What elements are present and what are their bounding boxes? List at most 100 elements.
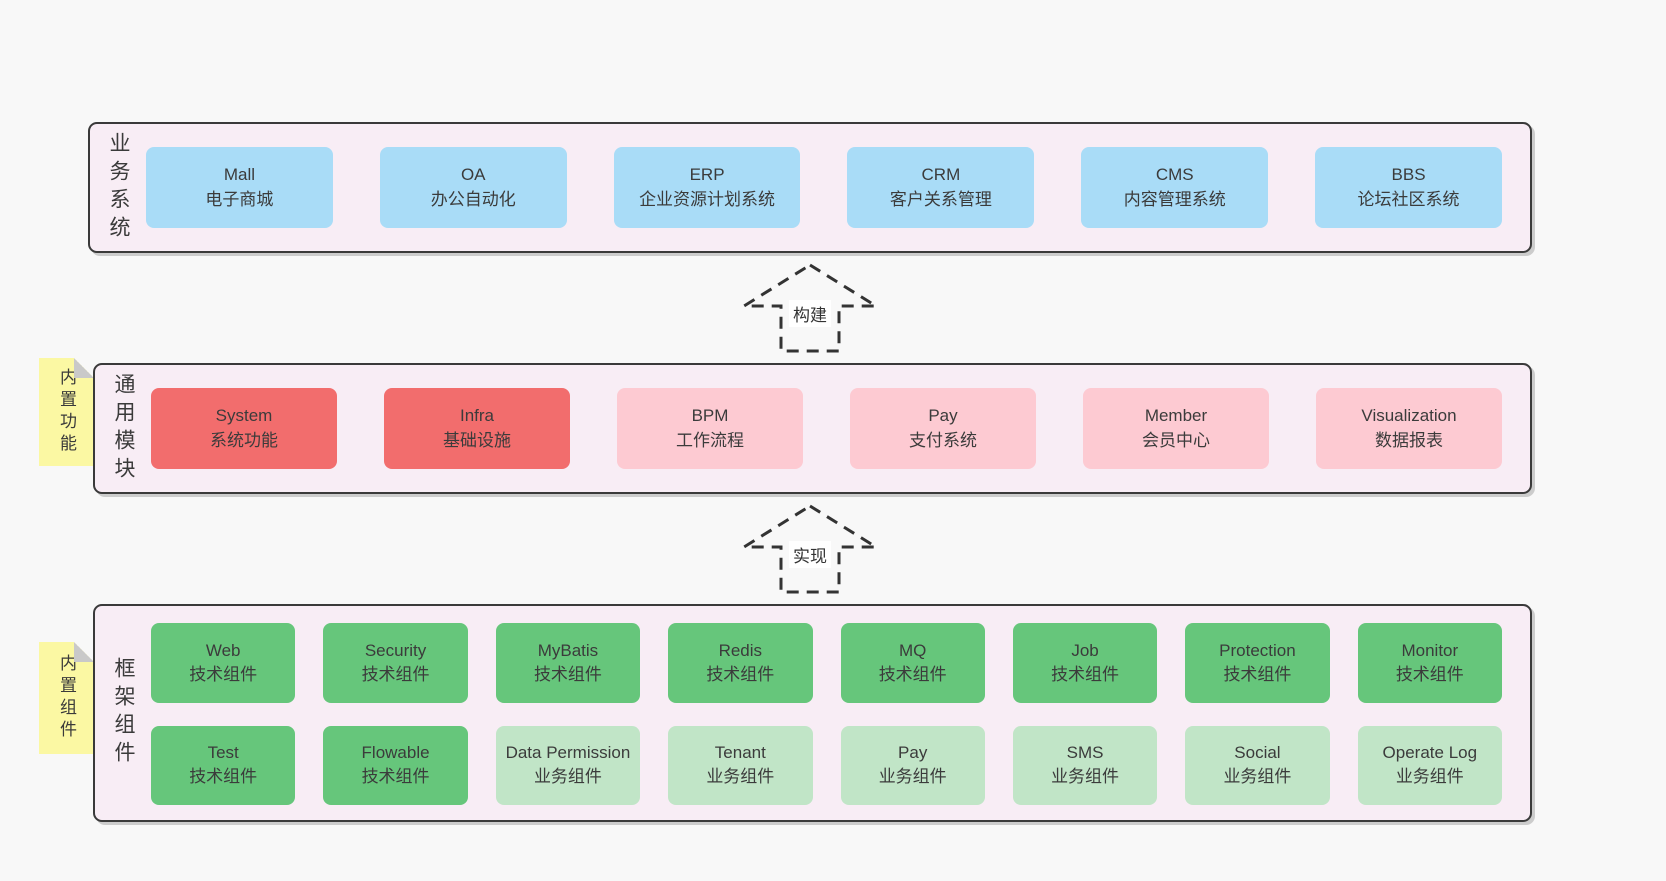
box-name: Flowable — [361, 743, 430, 763]
box-pay-business: Pay 业务组件 — [840, 725, 985, 805]
box-name: CRM — [921, 165, 961, 185]
box-desc: 技术组件 — [189, 664, 258, 684]
box-name: Visualization — [1361, 406, 1457, 426]
band-framework-components-wrap: 内置组件 框架组件 Web 技术组件 Security 技术组件 MyBatis… — [93, 604, 1532, 822]
box-name: CMS — [1155, 165, 1194, 185]
band-framework-components: 框架组件 Web 技术组件 Security 技术组件 MyBatis 技术组件… — [93, 604, 1532, 822]
box-desc: 内容管理系统 — [1123, 189, 1226, 209]
box-name: Test — [207, 743, 239, 763]
box-operate-log: Operate Log 业务组件 — [1357, 725, 1502, 805]
box-desc: 企业资源计划系统 — [639, 189, 776, 209]
band-business-systems-label: 业务系统 — [107, 131, 130, 244]
box-redis: Redis 技术组件 — [668, 623, 813, 703]
box-name: Security — [364, 640, 427, 660]
box-data-permission: Data Permission 业务组件 — [495, 725, 641, 805]
box-name: Monitor — [1401, 640, 1459, 660]
box-name: Protection — [1219, 640, 1296, 660]
box-mybatis: MyBatis 技术组件 — [495, 623, 641, 703]
box-desc: 技术组件 — [189, 767, 258, 787]
box-name: Pay — [898, 743, 928, 763]
box-desc: 技术组件 — [878, 664, 947, 684]
box-name: Infra — [459, 406, 495, 426]
box-name: Web — [205, 640, 241, 660]
box-desc: 技术组件 — [1051, 664, 1120, 684]
box-desc: 电子商城 — [205, 189, 274, 209]
box-bbs: BBS 论坛社区系统 — [1315, 147, 1502, 228]
box-desc: 工作流程 — [676, 430, 744, 450]
sticky-note-text: 内置功能 — [57, 368, 76, 456]
band-common-modules-wrap: 内置功能 通用模块 System 系统功能 Infra 基础设施 BPM 工作流… — [93, 363, 1532, 494]
box-protection: Protection 技术组件 — [1185, 623, 1330, 703]
box-desc: 基础设施 — [443, 430, 511, 450]
box-name: BPM — [691, 406, 729, 426]
box-name: Data Permission — [505, 743, 631, 763]
framework-components-grid: Web 技术组件 Security 技术组件 MyBatis 技术组件 Redi… — [151, 606, 1530, 820]
box-bpm: BPM 工作流程 — [617, 388, 803, 469]
box-web: Web 技术组件 — [151, 623, 296, 703]
arrow-build-label: 构建 — [789, 300, 831, 327]
box-security: Security 技术组件 — [323, 623, 468, 703]
common-modules-row: System 系统功能 Infra 基础设施 BPM 工作流程 Pay 支付系统… — [151, 365, 1530, 492]
box-desc: 客户关系管理 — [889, 189, 992, 209]
sticky-note-builtin-components: 内置组件 — [39, 642, 94, 754]
box-desc: 业务组件 — [533, 767, 602, 787]
box-social: Social 业务组件 — [1185, 725, 1330, 805]
box-visualization: Visualization 数据报表 — [1316, 388, 1502, 469]
box-pay-module: Pay 支付系统 — [850, 388, 1036, 469]
box-flowable: Flowable 技术组件 — [323, 725, 468, 805]
band-common-modules-label: 通用模块 — [112, 372, 135, 485]
box-desc: 技术组件 — [361, 767, 430, 787]
box-desc: 业务组件 — [1223, 767, 1292, 787]
box-system: System 系统功能 — [151, 388, 337, 469]
box-mall: Mall 电子商城 — [146, 147, 333, 228]
box-test: Test 技术组件 — [151, 725, 296, 805]
box-erp: ERP 企业资源计划系统 — [613, 147, 801, 228]
box-cms: CMS 内容管理系统 — [1081, 147, 1269, 228]
box-monitor: Monitor 技术组件 — [1357, 623, 1502, 703]
box-desc: 支付系统 — [909, 430, 977, 450]
box-name: Pay — [928, 406, 958, 426]
box-name: SMS — [1066, 743, 1104, 763]
box-name: OA — [460, 165, 486, 185]
band-framework-components-label: 框架组件 — [112, 657, 135, 769]
box-oa: OA 办公自动化 — [379, 147, 567, 228]
arrow-zone-build: 构建 — [88, 253, 1532, 363]
box-sms: SMS 业务组件 — [1012, 725, 1158, 805]
box-name: Tenant — [714, 743, 766, 763]
up-arrow-build-icon: 构建 — [740, 262, 880, 354]
box-mq: MQ 技术组件 — [840, 623, 985, 703]
box-name: Social — [1234, 743, 1281, 763]
box-desc: 业务组件 — [706, 767, 775, 787]
box-desc: 会员中心 — [1142, 430, 1210, 450]
box-desc: 技术组件 — [1223, 664, 1292, 684]
sticky-note-text: 内置组件 — [57, 654, 76, 742]
box-member: Member 会员中心 — [1083, 388, 1269, 469]
box-desc: 论坛社区系统 — [1357, 189, 1460, 209]
box-infra: Infra 基础设施 — [384, 388, 570, 469]
arrow-implement-label: 实现 — [789, 541, 831, 568]
box-name: Redis — [718, 640, 763, 660]
box-desc: 技术组件 — [533, 664, 602, 684]
box-desc: 业务组件 — [1395, 767, 1464, 787]
up-arrow-implement-icon: 实现 — [740, 503, 880, 595]
box-name: ERP — [689, 165, 725, 185]
band-common-modules: 通用模块 System 系统功能 Infra 基础设施 BPM 工作流程 Pay… — [93, 363, 1532, 494]
box-name: Member — [1144, 406, 1208, 426]
box-desc: 业务组件 — [878, 767, 947, 787]
box-desc: 办公自动化 — [430, 189, 516, 209]
box-desc: 数据报表 — [1375, 430, 1443, 450]
business-systems-row: Mall 电子商城 OA 办公自动化 ERP 企业资源计划系统 CRM 客户关系… — [146, 124, 1530, 251]
box-name: MyBatis — [537, 640, 599, 660]
box-tenant: Tenant 业务组件 — [668, 725, 813, 805]
box-name: MQ — [898, 640, 927, 660]
box-name: Operate Log — [1382, 743, 1478, 763]
arrow-zone-implement: 实现 — [88, 494, 1532, 604]
box-desc: 业务组件 — [1051, 767, 1120, 787]
sticky-note-builtin-features: 内置功能 — [39, 358, 94, 466]
box-name: BBS — [1391, 165, 1426, 185]
box-job: Job 技术组件 — [1012, 623, 1158, 703]
box-desc: 技术组件 — [1395, 664, 1464, 684]
box-name: Mall — [223, 165, 255, 185]
box-crm: CRM 客户关系管理 — [847, 147, 1035, 228]
